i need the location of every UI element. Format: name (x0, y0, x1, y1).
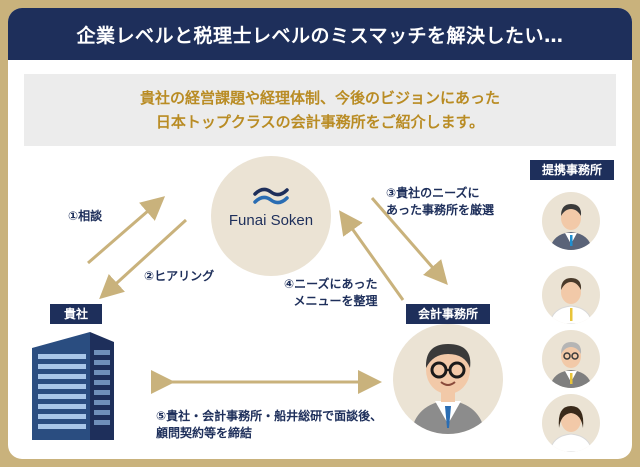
arrow-organize-menu (339, 210, 405, 301)
step-5-label: ⑤貴社・会計事務所・船井総研で面談後、 顧問契約等を締結 (156, 408, 382, 442)
partner-person-2 (542, 266, 600, 324)
step-1-label: ①相談 (68, 209, 103, 223)
accountant-node (393, 324, 503, 434)
flow-arrows (87, 196, 448, 394)
arrow-hearing (99, 218, 188, 300)
partner-person-4 (542, 394, 600, 452)
step-4-label: ④ニーズにあった メニューを整理 (284, 276, 378, 310)
funai-logo-icon (253, 187, 289, 205)
step-3-label: ③貴社のニーズに あった事務所を厳選 (386, 185, 494, 219)
funai-logo-text: Funai Soken (228, 212, 314, 229)
accountant-icon (411, 344, 485, 434)
partner-person-3 (542, 330, 600, 388)
step-4-line-1: ④ニーズにあった (284, 277, 378, 291)
partner-person-icon (550, 204, 592, 250)
intro-line-1: 貴社の経営課題や経理体制、今後のビジョンにあった (139, 89, 500, 107)
building-icon (32, 332, 114, 440)
step-4-line-2: メニューを整理 (293, 294, 378, 308)
intro-box: 貴社の経営課題や経理体制、今後のビジョンにあった 日本トップクラスの会計事務所を… (24, 74, 616, 146)
funai-soken-node: Funai Soken (211, 156, 331, 276)
arrow-select-firm (370, 197, 448, 286)
step-2-label: ②ヒアリング (144, 269, 215, 283)
partner-person-icon (549, 278, 593, 324)
partner-person-icon (550, 342, 592, 388)
accounting-firm-label: 会計事務所 (406, 304, 490, 324)
step-3-line-1: ③貴社のニーズに (386, 186, 480, 200)
step-5-line-1: ⑤貴社・会計事務所・船井総研で面談後、 (156, 409, 383, 423)
intro-line-2: 日本トップクラスの会計事務所をご紹介します。 (155, 113, 485, 131)
partner-person-1 (542, 192, 600, 250)
infographic-card: 企業レベルと税理士レベルのミスマッチを解決したい… 貴社の経営課題や経理体制、今… (8, 8, 632, 459)
partner-firms-label: 提携事務所 (530, 160, 614, 180)
arrow-consult (87, 196, 166, 265)
partner-person-icon (549, 406, 593, 452)
step-3-line-2: あった事務所を厳選 (386, 203, 495, 217)
step-5-line-2: 顧問契約等を締結 (156, 426, 253, 440)
client-label: 貴社 (50, 304, 102, 324)
page-title: 企業レベルと税理士レベルのミスマッチを解決したい… (8, 8, 632, 60)
